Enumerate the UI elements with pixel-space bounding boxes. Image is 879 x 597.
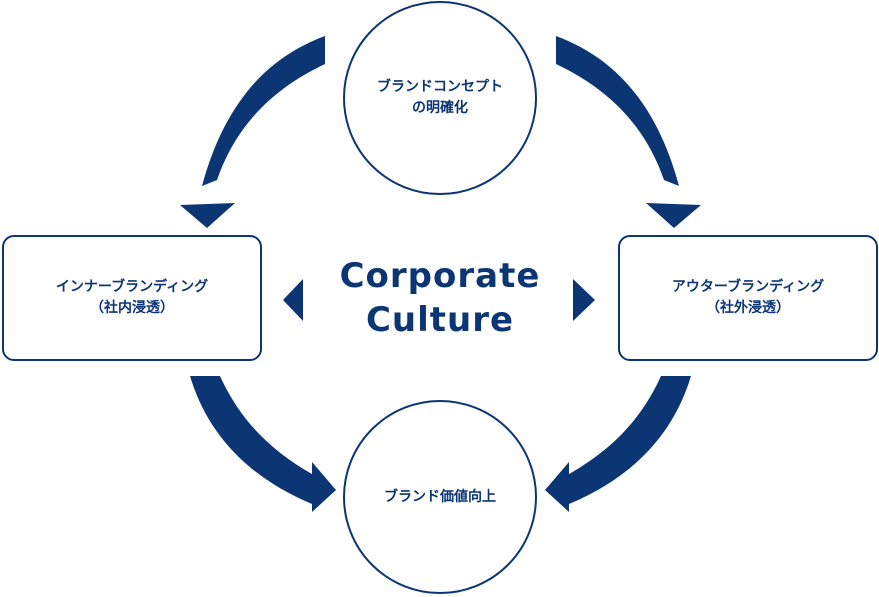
curved-arrow-bottom-right [545,376,691,512]
node-inner-branding-line2: （社内浸透） [90,300,174,316]
node-brand-value-line1: ブランド価値向上 [384,488,496,505]
node-outer-branding-line1: アウターブランディング [671,279,825,295]
center-title: Corporate Culture [300,255,580,342]
center-title-line1: Corporate [339,256,541,296]
center-title-line2: Culture [365,299,515,340]
triangle-right-icon [573,279,595,321]
node-brand-concept: ブランドコンセプト の明確化 [343,1,537,195]
node-brand-value: ブランド価値向上 [343,400,537,594]
node-outer-branding: アウターブランディング （社外浸透） [618,235,878,361]
curved-arrow-top-left [180,36,325,228]
node-inner-branding: インナーブランディング （社内浸透） [2,235,262,361]
node-inner-branding-line1: インナーブランディング [55,279,209,295]
triangle-left-icon [283,279,303,321]
node-brand-concept-line2: の明確化 [412,100,468,116]
node-brand-concept-line1: ブランドコンセプト [377,79,503,95]
node-outer-branding-line2: （社外浸透） [706,300,790,316]
curved-arrow-bottom-left [190,376,336,512]
curved-arrow-top-right [556,36,701,228]
